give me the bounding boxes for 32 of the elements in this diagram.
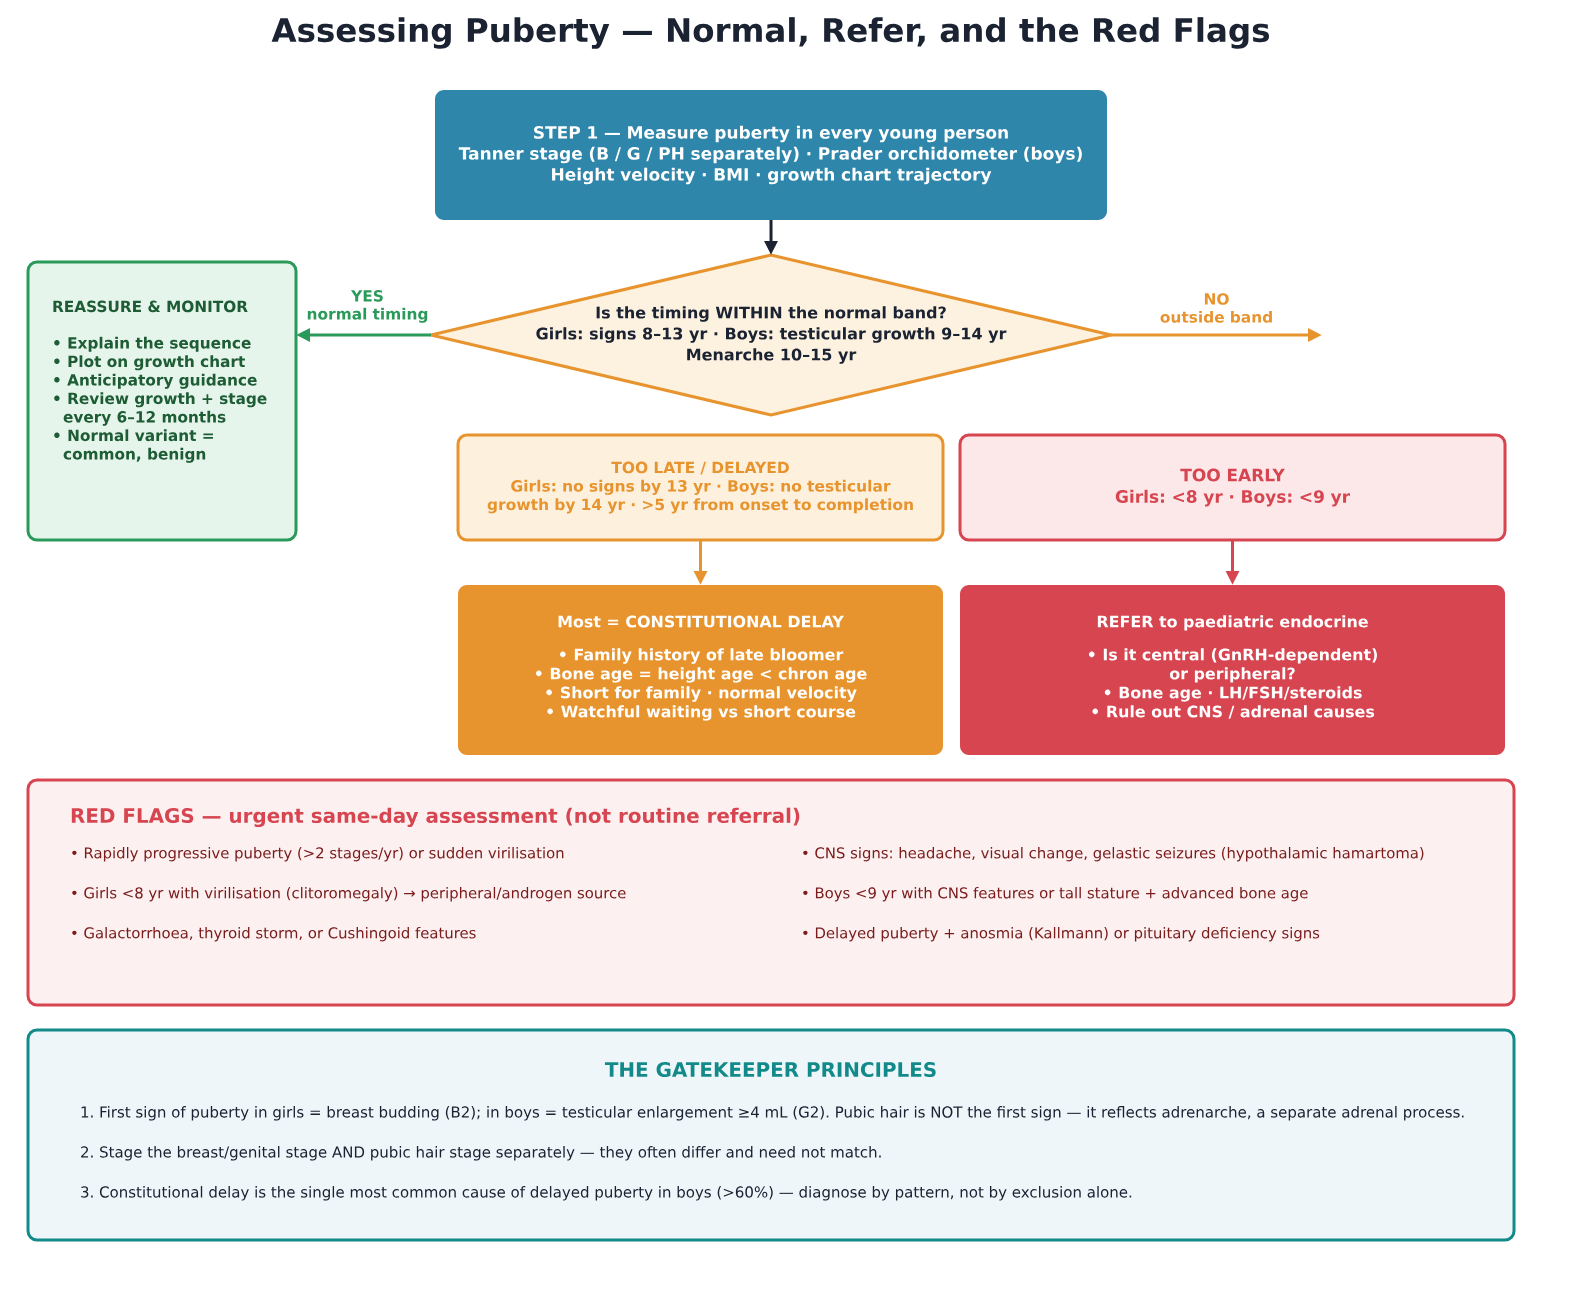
bullet-item: • Bone age = height age < chron age xyxy=(536,667,867,683)
criteria-box: TOO EARLY Girls: <8 yr · Boys: <9 yr xyxy=(958,433,1507,542)
heading: Most = CONSTITUTIONAL DELAY xyxy=(558,615,844,628)
edge-label: YES normal timing xyxy=(303,290,432,323)
bullet-item: • Bone age · LH/FSH/steroids xyxy=(1104,686,1362,702)
bullet-item: • Delayed puberty + anosmia (Kallmann) or pituitary deficiency signs xyxy=(803,927,1320,942)
bullet-item: • Explain the sequence xyxy=(54,336,251,352)
heading: RED FLAGS — urgent same-day assessment (not routine referral) xyxy=(71,807,800,828)
bullet-item: • Family history of late bloomer xyxy=(560,648,844,664)
edge-label: NO outside band xyxy=(1152,293,1281,323)
bullet-item: • Watchful waiting vs short course xyxy=(547,705,856,721)
numbered-item: 1. First sign of puberty in girls = breast budding (B2); in boys = testicular enlargement ≥4 mL (G2). Pubic hair is NOT the first sign — it reflects adrenarche, a separate adrenal process. xyxy=(81,1106,1464,1121)
bullet-item: • Rule out CNS / adrenal causes xyxy=(1092,705,1375,719)
bullet-item: • Boys <9 yr with CNS features or tall stature + advanced bone age xyxy=(803,887,1308,902)
bullet-item: • Review growth + stage every 6–12 months xyxy=(54,392,267,426)
bullet-item: • Is it central (GnRH-dependent) or peripheral? xyxy=(1088,648,1377,683)
numbered-item: 3. Constitutional delay is the single most common cause of delayed puberty in boys (>60%) — diagnose by pattern, not by exclusion alone. xyxy=(81,1186,1132,1201)
criteria-box: TOO LATE / DELAYED Girls: no signs by 13 yr · Boys: no testicular growth by 14 yr · >5 yr from onset to completion xyxy=(456,433,945,542)
title: Assessing Puberty — Normal, Refer, and the Red Flags xyxy=(271,17,1269,49)
heading: REFER to paediatric endocrine xyxy=(1097,615,1368,631)
heading: REASSURE & MONITOR xyxy=(53,300,248,313)
bullet-item: • Plot on growth chart xyxy=(54,355,245,371)
numbered-item: 2. Stage the breast/genital stage AND pubic hair stage separately — they often differ and need not match. xyxy=(81,1146,881,1161)
bullet-item: • CNS signs: headache, visual change, gelastic seizures (hypothalamic hamartoma) xyxy=(803,847,1424,862)
bullet-item: • Girls <8 yr with virilisation (clitoromegaly) → peripheral/androgen source xyxy=(72,887,626,902)
heading: THE GATEKEEPER PRINCIPLES xyxy=(604,1062,936,1078)
step-box: STEP 1 — Measure puberty in every young person Tanner stage (B / G / PH separately) · Prader orchidometer (boys) Height velocity · BMI · growth chart trajectory xyxy=(435,90,1107,220)
bullet-item: • Galactorrhoea, thyroid storm, or Cushingoid features xyxy=(72,927,476,942)
bullet-item: • Short for family · normal velocity xyxy=(546,686,857,702)
bullet-item: • Anticipatory guidance xyxy=(54,373,257,389)
bullet-item: • Rapidly progressive puberty (>2 stages/yr) or sudden virilisation xyxy=(72,847,564,862)
bullet-item: • Normal variant = common, benign xyxy=(54,429,213,463)
